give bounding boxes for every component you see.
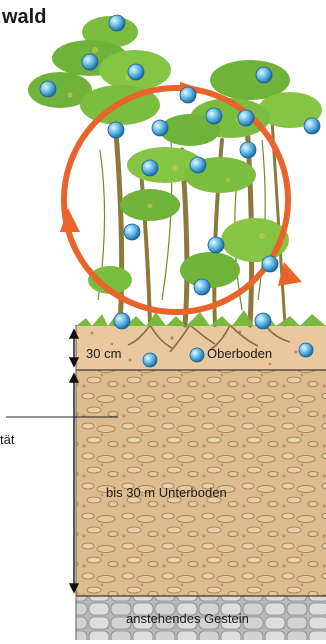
bedrock-label: anstehendes Gestein xyxy=(126,611,249,626)
topsoil-label: Oberboden xyxy=(207,346,272,361)
diagram-title: wald xyxy=(2,6,46,29)
subsoil-label: bis 30 m Unterboden xyxy=(106,485,227,500)
subsoil-layer xyxy=(76,370,326,596)
cut-off-label: tät xyxy=(0,432,14,447)
topsoil-depth-label: 30 cm xyxy=(86,346,121,361)
ground-grass xyxy=(76,310,326,326)
